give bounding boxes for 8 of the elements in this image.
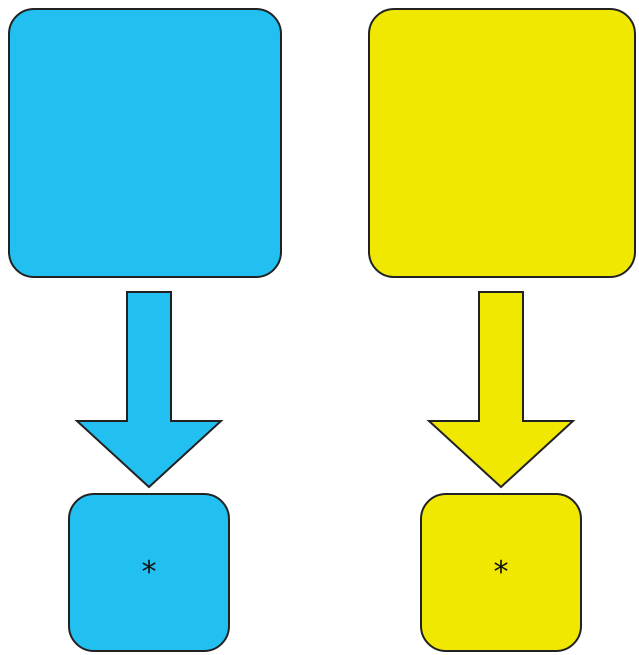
block-arrow [74,291,224,488]
rounded-square [8,8,282,278]
rounded-square [368,8,636,278]
rounded-box [68,493,230,652]
block-arrow [426,291,576,488]
asterisk-label: * [494,558,508,588]
asterisk-label: * [142,558,156,588]
rounded-box [420,493,582,652]
